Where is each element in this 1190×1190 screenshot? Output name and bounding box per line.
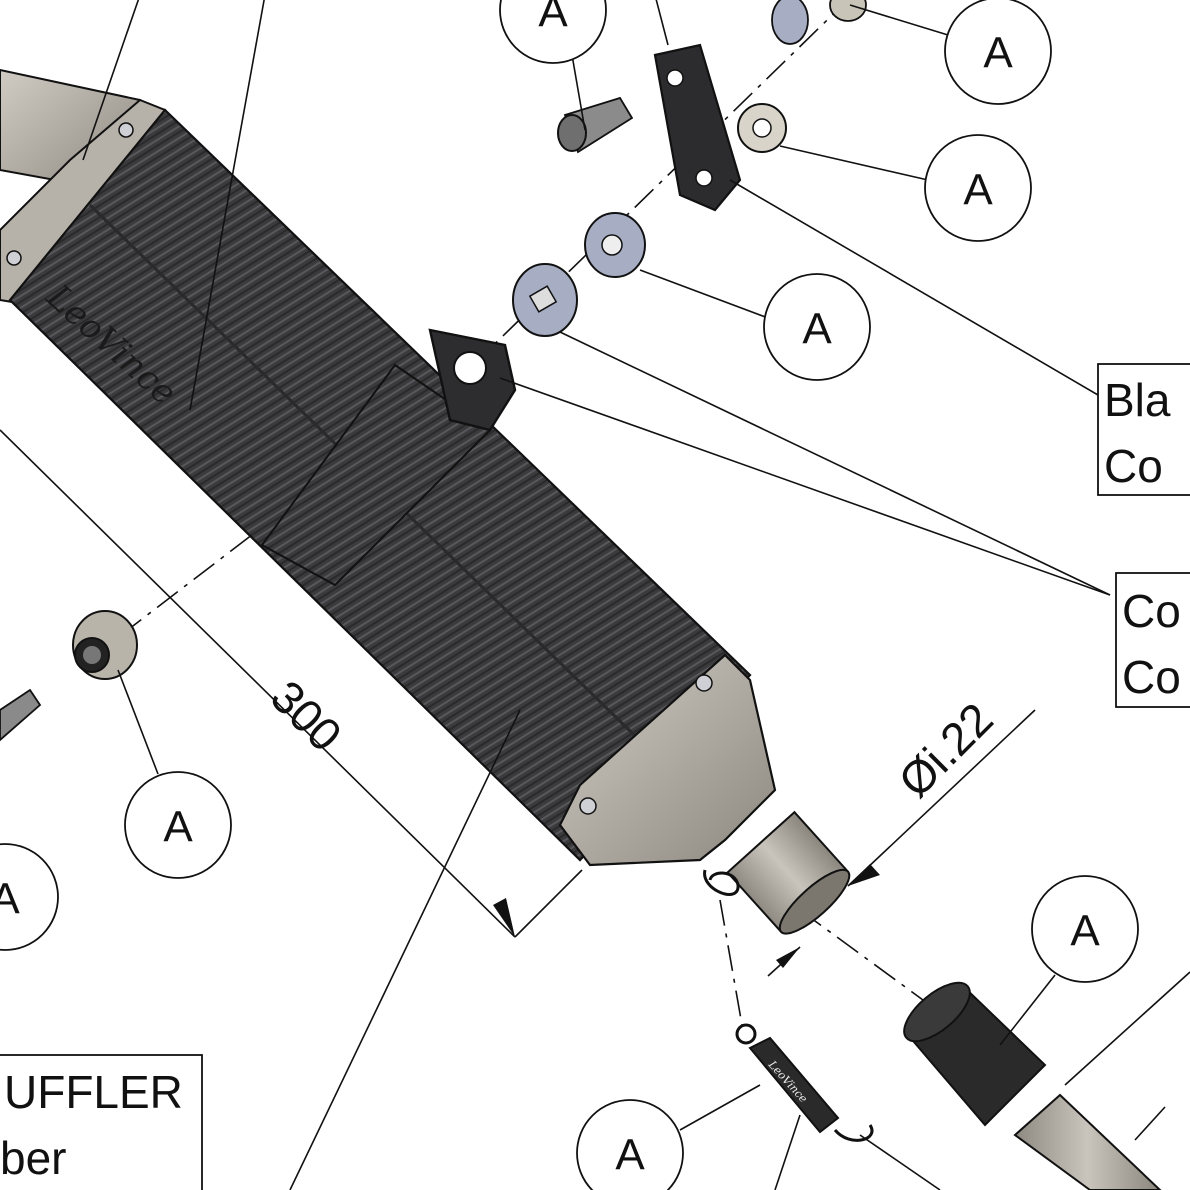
svg-text:A: A xyxy=(802,305,832,354)
svg-text:Co: Co xyxy=(1104,440,1163,492)
mount-bushing xyxy=(72,610,138,680)
spring-hook xyxy=(703,869,740,896)
label-box-carbon: Co Co xyxy=(1115,572,1190,708)
length-dimension xyxy=(0,429,583,938)
outlet-endcap xyxy=(558,653,777,867)
svg-text:UFFLER: UFFLER xyxy=(4,1066,183,1118)
outlet-tip xyxy=(726,810,851,935)
exhaust-spring xyxy=(735,1023,874,1142)
socket-screw xyxy=(557,96,634,154)
nut-top xyxy=(737,103,787,153)
callout-bubble: A xyxy=(576,1099,684,1190)
svg-text:A: A xyxy=(1070,907,1100,956)
diameter-dimension xyxy=(767,709,1036,977)
svg-text:A: A xyxy=(0,875,20,924)
svg-text:A: A xyxy=(615,1131,645,1180)
callout-bubble: A xyxy=(499,0,607,64)
axis-line-spring xyxy=(719,899,743,1026)
rubber-sleeve xyxy=(903,981,1047,1127)
callout-bubble: A xyxy=(944,0,1052,105)
washer-mid xyxy=(584,212,646,278)
label-box-muffler: UFFLER ber xyxy=(0,1054,203,1190)
black-bracket xyxy=(653,43,742,212)
svg-text:A: A xyxy=(983,29,1013,78)
svg-text:Bla: Bla xyxy=(1104,374,1171,426)
axis-line-bracket xyxy=(469,0,849,369)
svg-text:A: A xyxy=(538,0,568,37)
svg-text:A: A xyxy=(163,803,193,852)
callout-bubble: A xyxy=(124,771,232,879)
mount-bolt xyxy=(0,688,42,742)
rubber-grommet xyxy=(512,263,578,337)
callout-bubble: A xyxy=(0,843,59,951)
callout-bubble: A xyxy=(924,134,1032,242)
washer-top-1 xyxy=(771,0,867,45)
length-dimension-text: 300 xyxy=(261,670,352,761)
svg-text:Co: Co xyxy=(1122,585,1181,637)
axis-line-outlet xyxy=(799,909,1006,1061)
band-clamp xyxy=(260,328,517,587)
diameter-dimension-text: Øi.22 xyxy=(888,693,1003,808)
callout-bubble: A xyxy=(1031,875,1139,983)
svg-text:A: A xyxy=(963,166,993,215)
label-box-black: Bla Co xyxy=(1097,363,1190,496)
leader-lines xyxy=(82,0,1190,1190)
callout-bubble: A xyxy=(763,273,871,381)
svg-text:ber: ber xyxy=(0,1132,66,1184)
link-pipe xyxy=(1013,1093,1162,1190)
svg-text:Co: Co xyxy=(1122,651,1181,703)
inlet-endcap xyxy=(0,68,167,312)
